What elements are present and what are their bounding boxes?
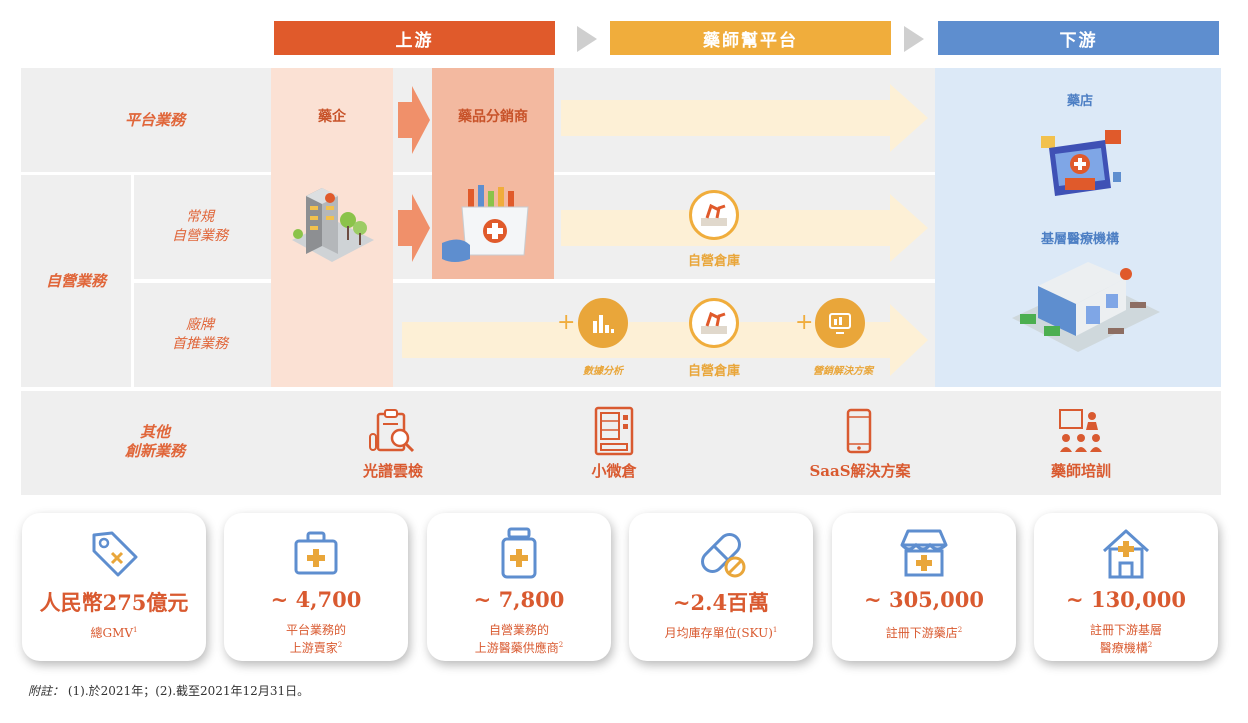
stat-value: ~ 305,000 — [864, 587, 984, 612]
arrow-salmon-2 — [398, 194, 430, 262]
chevron-right-icon — [904, 26, 924, 52]
header-upstream: 上游 — [274, 21, 555, 55]
stat-desc: 月均庫存單位(SKU)1 — [664, 626, 778, 640]
stat-card-gmv: 人民幣275億元 總GMV1 — [22, 513, 206, 661]
stat-desc: 總GMV1 — [90, 626, 138, 640]
medicine-bag-icon — [442, 185, 529, 262]
stat-desc: 自營業務的 上游醫藥供應商2 — [474, 623, 564, 655]
store-icon — [900, 529, 948, 577]
footnote: 附註： (1).於2021年；(2).截至2021年12月31日。 — [28, 682, 309, 699]
marketing-solution-icon — [815, 298, 865, 348]
data-analysis-icon — [578, 298, 628, 348]
pill-capsule-icon — [701, 533, 746, 578]
house-medical-icon — [1102, 529, 1150, 579]
pharma-building-icon — [292, 188, 374, 262]
label-marketing: 營銷解決方案 — [813, 366, 873, 377]
row-label-regular: 常規 自營業務 — [172, 209, 228, 244]
plus-icon: + — [557, 310, 576, 335]
arrow-light-platform — [561, 84, 928, 152]
footnote-text: (1).於2021年；(2).截至2021年12月31日。 — [67, 684, 310, 698]
stat-card-upstream-suppliers: ~ 7,800 自營業務的 上游醫藥供應商2 — [427, 513, 611, 661]
header-downstream: 下游 — [938, 21, 1219, 55]
warehouse-robot-icon — [689, 298, 739, 348]
stat-desc: 平台業務的 上游賣家2 — [285, 623, 346, 655]
label-pharmacist-training: 藥師培訓 — [1050, 462, 1111, 480]
label-pharmacy: 藥店 — [1066, 94, 1093, 109]
medicine-bottle-icon — [501, 527, 537, 579]
label-spectral-cloud: 光譜雲檢 — [362, 462, 423, 480]
stat-card-pharmacies: ~ 305,000 註冊下游藥店2 — [832, 513, 1016, 661]
row-label-factory: 廠牌 首推業務 — [172, 317, 228, 352]
label-warehouse-2: 自營倉庫 — [687, 364, 740, 379]
label-data-analysis: 數據分析 — [583, 366, 623, 377]
stat-card-sku: ~2.4百萬 月均庫存單位(SKU)1 — [629, 513, 813, 661]
vending-machine-icon — [594, 406, 634, 456]
stat-value: ~ 7,800 — [473, 587, 565, 612]
warehouse-robot-icon — [689, 190, 739, 240]
medical-kit-icon — [294, 531, 338, 575]
chevron-right-icon — [577, 26, 597, 52]
stat-value: ~2.4百萬 — [672, 590, 770, 615]
plus-icon: + — [795, 310, 814, 335]
clipboard-search-icon — [369, 409, 415, 453]
label-micro-warehouse: 小微倉 — [591, 462, 637, 480]
training-icon — [1059, 409, 1102, 452]
arrow-light-factory — [402, 304, 928, 376]
label-clinic: 基層醫療機構 — [1040, 232, 1119, 247]
stat-value: 人民幣275億元 — [39, 590, 189, 615]
arrow-salmon-1 — [398, 86, 430, 154]
pharmacy-store-icon — [1041, 130, 1121, 196]
arrow-light-regular — [561, 194, 928, 262]
row-label-self-operated: 自營業務 — [45, 272, 106, 290]
label-distributor: 藥品分銷商 — [458, 109, 528, 125]
smartphone-icon — [846, 408, 872, 454]
label-pharma: 藥企 — [318, 109, 346, 125]
row-band-self-label — [21, 175, 131, 387]
stat-desc: 註冊下游基層 醫療機構2 — [1089, 623, 1162, 655]
stat-card-clinics: ~ 130,000 註冊下游基層 醫療機構2 — [1034, 513, 1218, 661]
label-saas: SaaS解決方案 — [809, 462, 911, 480]
stat-value: ~ 130,000 — [1066, 587, 1186, 612]
header-platform: 藥師幫平台 — [610, 21, 891, 55]
stat-value: ~ 4,700 — [270, 587, 362, 612]
clinic-building-icon — [1012, 262, 1160, 352]
label-warehouse-1: 自營倉庫 — [687, 254, 740, 269]
row-label-platform: 平台業務 — [124, 111, 185, 129]
stat-desc: 註冊下游藥店2 — [885, 626, 963, 640]
footnote-label: 附註： — [28, 684, 65, 698]
price-tag-icon — [92, 531, 138, 577]
stat-card-upstream-sellers: ~ 4,700 平台業務的 上游賣家2 — [224, 513, 408, 661]
row-label-innovative: 其他 創新業務 — [124, 423, 185, 460]
